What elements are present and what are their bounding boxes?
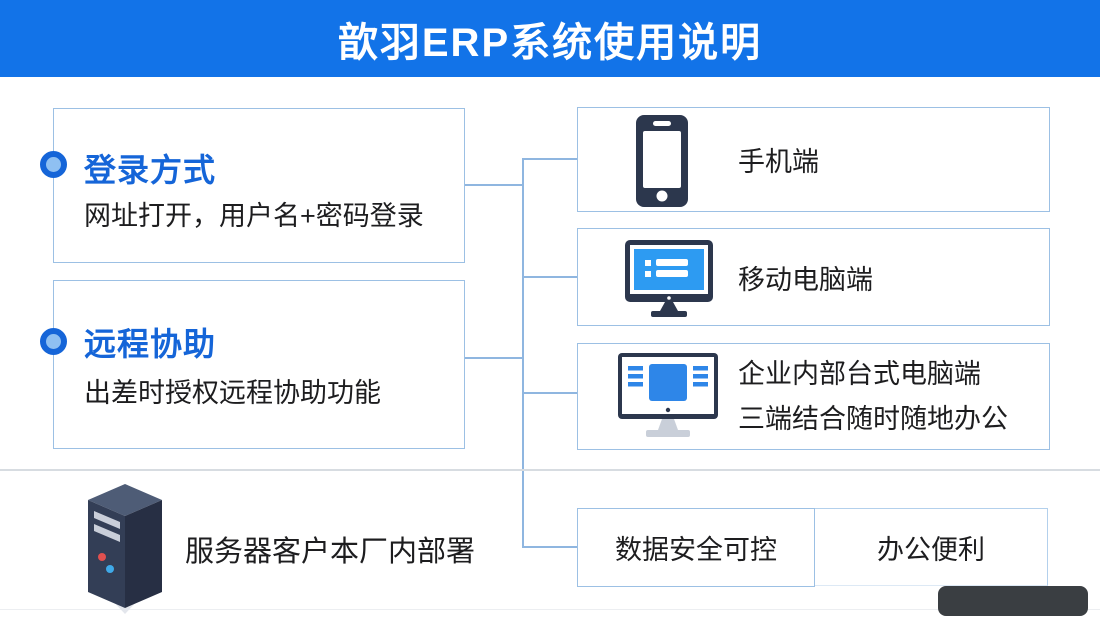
client-label: 手机端 (738, 147, 819, 177)
benefit-box-security: 数据安全可控 (577, 508, 815, 587)
client-sublabel: 三端结合随时随地办公 (738, 403, 1008, 434)
client-box-desktop: 企业内部台式电脑端 三端结合随时随地办公 (577, 343, 1050, 450)
client-box-laptop: 移动电脑端 (577, 228, 1050, 326)
section-divider (0, 469, 1100, 471)
connector-feature2 (465, 357, 523, 359)
feature-heading: 远程协助 (84, 326, 217, 362)
benefit-label: 数据安全可控 (615, 535, 777, 565)
feature-box-remote: 远程协助 出差时授权远程协助功能 (40, 280, 465, 449)
client-label-group: 企业内部台式电脑端 三端结合随时随地办公 (738, 352, 1008, 442)
client-label: 企业内部台式电脑端 (738, 358, 981, 389)
connector-benefit1 (522, 546, 577, 548)
connector-feature1 (465, 184, 523, 186)
feature-description: 网址打开，用户名+密码登录 (84, 201, 424, 231)
connector-client3 (522, 392, 577, 394)
feature-description: 出差时授权远程协助功能 (84, 378, 381, 408)
connector-client1 (522, 158, 577, 160)
client-label: 移动电脑端 (738, 264, 873, 295)
bullet-ring-icon (40, 328, 67, 355)
smartphone-icon (636, 115, 688, 212)
watermark-cover (938, 586, 1088, 616)
desktop-computer-icon (618, 353, 718, 446)
bottom-edge-line (0, 609, 1100, 610)
page-title: 歆羽ERP系统使用说明 (337, 20, 763, 65)
laptop-monitor-icon (625, 240, 713, 323)
connector-client2 (522, 276, 577, 278)
client-box-mobile: 手机端 (577, 107, 1050, 212)
connector-trunk (522, 158, 524, 548)
server-label: 服务器客户本厂内部署 (185, 536, 476, 568)
feature-heading: 登录方式 (84, 152, 217, 188)
title-bar: 歆羽ERP系统使用说明 (0, 0, 1100, 77)
benefit-label: 办公便利 (877, 534, 985, 565)
bullet-ring-icon (40, 151, 67, 178)
feature-box-login: 登录方式 网址打开，用户名+密码登录 (40, 108, 465, 263)
server-tower-icon (70, 474, 180, 618)
benefit-box-convenience: 办公便利 (815, 508, 1048, 586)
